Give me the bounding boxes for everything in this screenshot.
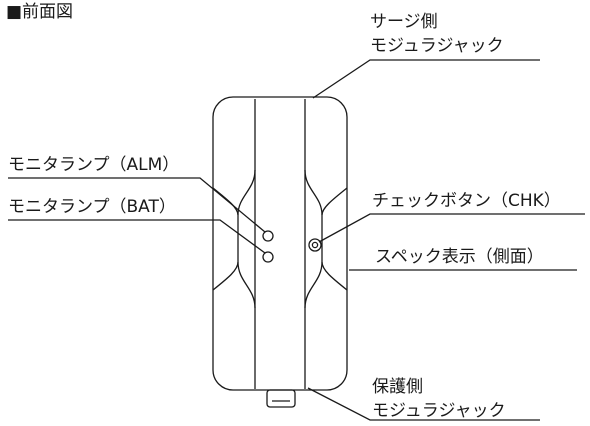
check-button-label: チェックボタン（CHK） — [372, 191, 561, 211]
side-curve-left — [212, 187, 239, 291]
leader-check-button — [318, 213, 585, 243]
spec-label: スペック表示（側面） — [375, 247, 544, 267]
page-title: ■前面図 — [6, 2, 74, 22]
lamp-bat-icon — [262, 251, 274, 263]
leader-surge-jack — [312, 59, 540, 99]
side-curve-right — [321, 187, 348, 291]
front-panel — [237, 169, 323, 309]
surge-jack-label-line1: サージ側 — [370, 12, 438, 32]
bottom-jack — [266, 389, 296, 408]
leader-lamp-alm — [8, 177, 266, 233]
protect-jack-label-line1: 保護側 — [372, 377, 423, 397]
check-button-inner-icon — [311, 241, 319, 249]
check-button-icon — [308, 238, 322, 252]
lamp-bat-label: モニタランプ（BAT） — [8, 197, 176, 217]
protect-jack-label-line2: モジュラジャック — [372, 401, 506, 421]
device-body — [212, 96, 348, 391]
leader-protect-jack — [307, 387, 540, 421]
lamp-alm-label: モニタランプ（ALM） — [8, 155, 180, 175]
leader-lamp-bat — [8, 219, 266, 254]
lamp-alm-icon — [262, 230, 274, 242]
surge-jack-label-line2: モジュラジャック — [370, 36, 504, 56]
